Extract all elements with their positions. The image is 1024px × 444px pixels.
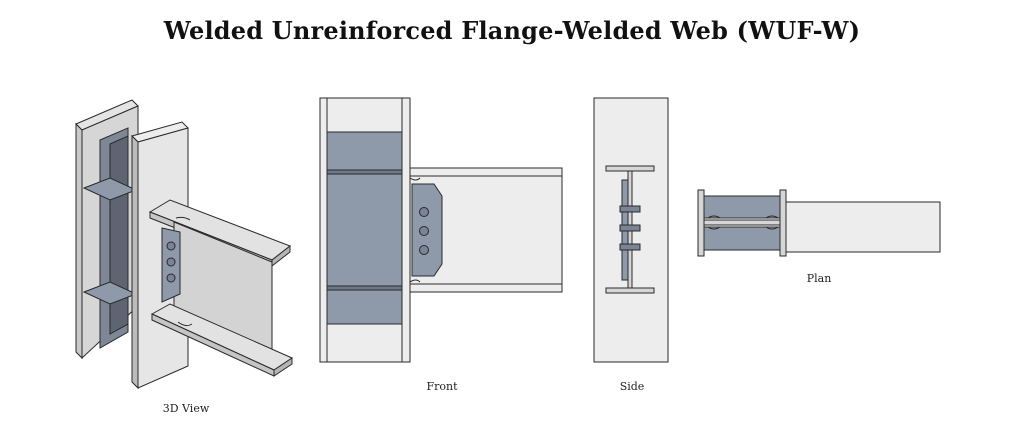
bolt-icon (619, 243, 641, 251)
bolt-icon (419, 245, 429, 255)
weld-icon (409, 279, 421, 283)
panel-zone (326, 131, 403, 325)
beam-bottom-flange (605, 287, 655, 294)
column-web-shade (109, 135, 129, 335)
view-3d-drawing (75, 99, 294, 390)
caption-plan: Plan (806, 272, 832, 285)
weld-icon (175, 216, 191, 221)
column-front-flange-edge (131, 134, 139, 390)
page-title: Welded Unreinforced Flange-Welded Web (W… (163, 16, 861, 45)
bolt-group-side (619, 205, 641, 251)
weld-icon (409, 177, 421, 181)
continuity-plate-upper (703, 195, 781, 219)
column-back-flange-face (75, 122, 83, 360)
bolt-group-3d (166, 241, 176, 283)
caption-side: Side (619, 380, 645, 393)
continuity-plate-top (326, 169, 403, 175)
bolt-icon (419, 226, 429, 236)
column-flange-left (697, 189, 705, 257)
bolt-group-front (419, 207, 429, 255)
caption-3d-view: 3D View (162, 402, 210, 415)
continuity-plate-lower (703, 226, 781, 251)
weld-icon (707, 226, 721, 230)
bolt-icon (619, 205, 641, 213)
front-view-drawing (319, 97, 563, 363)
bolt-icon (419, 207, 429, 217)
side-view-drawing (593, 97, 669, 363)
beam-top-flange (605, 165, 655, 172)
bolt-icon (619, 224, 641, 232)
column-web (703, 219, 781, 226)
bolt-icon (166, 273, 176, 283)
bolt-icon (166, 241, 176, 251)
weld-icon (177, 321, 193, 327)
weld-icon (765, 226, 779, 230)
weld-icon (765, 215, 779, 219)
caption-front: Front (426, 380, 458, 393)
weld-icon (707, 215, 721, 219)
column-flange-right (779, 189, 787, 257)
continuity-plate-bottom (326, 285, 403, 291)
bolt-icon (166, 257, 176, 267)
beam-flange-plan (785, 201, 941, 253)
beam-bottom-flange-front (151, 313, 275, 377)
plan-view-drawing (697, 189, 941, 257)
